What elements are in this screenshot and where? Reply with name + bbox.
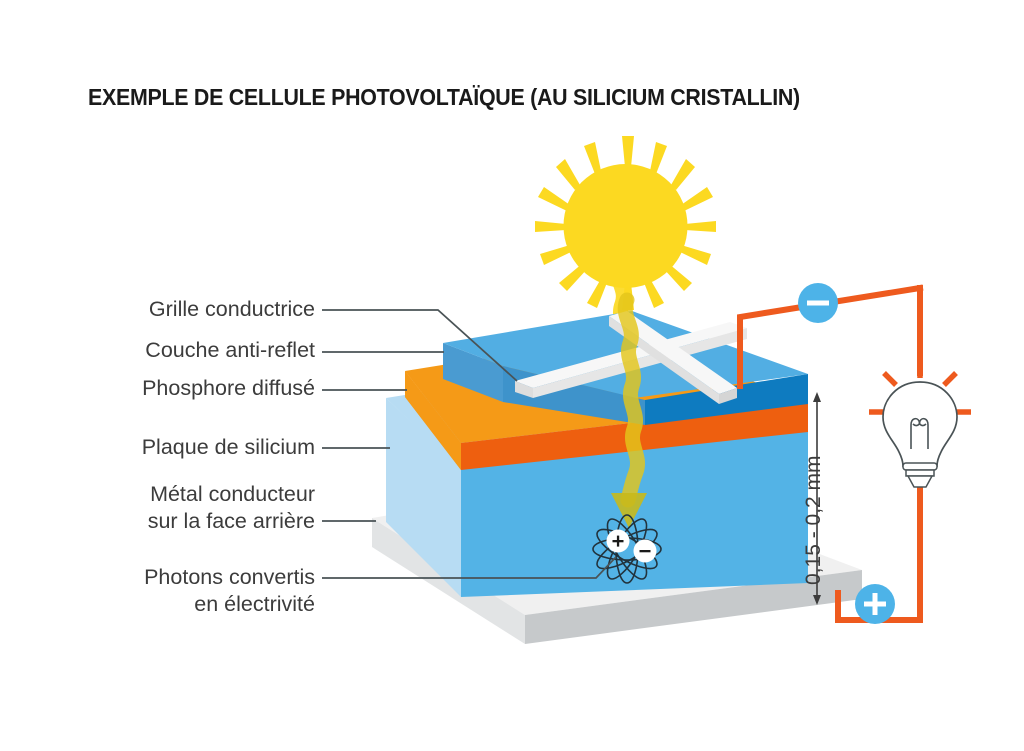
label-grille-conductrice: Grille conductrice <box>148 297 315 321</box>
wire-positive <box>835 590 923 623</box>
dim-arrow-up <box>813 392 821 402</box>
label-couche-anti-reflet: Couche anti-reflet <box>145 338 315 362</box>
atom-charge-electron <box>633 539 657 563</box>
leader-photons <box>322 556 617 579</box>
atom-charge-hole <box>606 529 630 553</box>
wire-negative <box>737 284 924 389</box>
label-metal-conducteur-l1: Métal conducteur <box>150 482 315 506</box>
thickness-dimension <box>813 392 821 605</box>
external-circuit <box>737 284 924 623</box>
label-photons-convertis-l2: en électrivité <box>194 592 315 616</box>
sun-disk <box>563 164 688 288</box>
photon-arrow <box>611 292 647 528</box>
leader-grille <box>322 309 518 382</box>
terminal-positive <box>855 584 895 624</box>
terminal-negative <box>798 283 838 323</box>
leader-lines <box>322 309 617 579</box>
label-metal-conducteur-l2: sur la face arrière <box>147 509 315 533</box>
label-plaque-de-silicium: Plaque de silicium <box>141 435 315 459</box>
light-bulb-icon <box>869 358 971 488</box>
thickness-label: 0,15 - 0,2 mm <box>802 455 825 585</box>
dim-arrow-down <box>813 595 821 605</box>
page-title: EXEMPLE DE CELLULE PHOTOVOLTAÏQUE (AU SI… <box>88 84 800 110</box>
label-photons-convertis-l1: Photons convertis <box>144 565 315 589</box>
label-phosphore-diffuse: Phosphore diffusé <box>142 376 315 400</box>
